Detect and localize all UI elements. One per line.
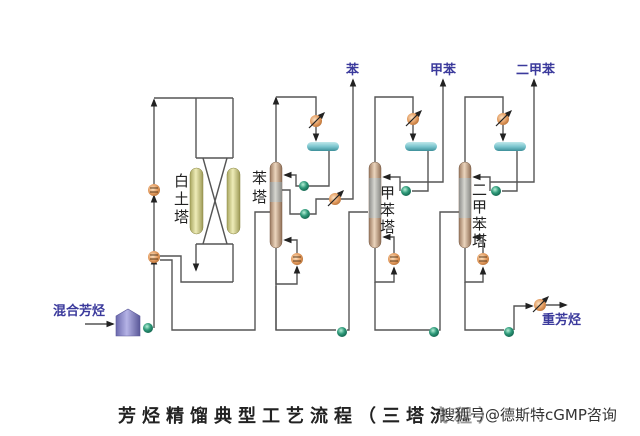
heavy-aromatics-label: 重芳烃 [542, 312, 581, 328]
clay-return-to-preheater [160, 255, 233, 283]
benzene-overhead-pipe [276, 96, 317, 116]
xylene-reflux-return [472, 173, 491, 191]
benzene-bottoms-pump-icon [337, 327, 347, 337]
benzene-product-label: 苯 [345, 62, 360, 78]
benzene-reflux-drum [307, 142, 339, 151]
clay-effluent-to-benzene-column [160, 211, 270, 331]
toluene-bottoms-to-xylene-column [439, 211, 459, 331]
clay-tower-label-2: 土 [174, 190, 189, 208]
xylene-tower-label-1: 二 [472, 181, 487, 199]
benzene-tower-section: 苯 塔 苯 [252, 62, 368, 337]
feed-pump-icon [143, 323, 153, 333]
feed-tank [115, 308, 141, 337]
xylene-drum-to-pump [502, 151, 518, 192]
toluene-reflux-pump-icon [401, 186, 411, 196]
benzene-tower-label-2: 塔 [252, 188, 267, 206]
xylene-bottoms-pump-icon [504, 327, 514, 337]
xylene-product-label: 二甲苯 [516, 62, 556, 78]
feed-label: 混合芳烃 [53, 303, 105, 319]
xylene-reboiler-return [472, 233, 484, 253]
toluene-column [368, 161, 382, 249]
clay-tower-section: 白 土 塔 [148, 97, 270, 331]
diagram-title: 芳烃精馏典型工艺流程（三塔流程） [118, 406, 502, 427]
feed-section: 混合芳烃 [53, 256, 158, 337]
xylene-reboiler-loop [464, 248, 487, 283]
xylene-reboiler-icon [477, 253, 489, 265]
clay-tower-label-3: 塔 [174, 208, 189, 226]
xylene-condenser-icon [495, 109, 513, 127]
clay-cross-line-b [202, 157, 228, 245]
xylene-tower-label-4: 塔 [472, 232, 487, 250]
benzene-bottoms-to-pump [275, 286, 336, 331]
benzene-bottoms-to-toluene-column [347, 211, 368, 331]
benzene-column [269, 161, 283, 249]
heater-exchanger-icon [148, 184, 160, 196]
xylene-product-line [490, 78, 538, 183]
benzene-reflux-return [283, 171, 299, 187]
benzene-pump-to-cooler [310, 198, 330, 215]
xylene-tower-label-2: 甲 [472, 198, 487, 216]
benzene-product-cooler-icon [327, 189, 345, 207]
benzene-reflux-pump-icon [299, 181, 309, 191]
toluene-condenser-icon [405, 109, 423, 127]
toluene-product-label: 甲苯 [430, 62, 457, 78]
clay-vessel-left [189, 167, 204, 235]
toluene-reboiler-loop [374, 248, 398, 283]
benzene-reboiler-return [283, 236, 298, 253]
xylene-bottoms-to-pump [464, 282, 504, 331]
xylene-tower-label-3: 苯 [472, 215, 487, 233]
benzene-reboiler-icon [291, 253, 303, 265]
toluene-drum-to-pump [412, 151, 429, 192]
toluene-tower-section: 甲 苯 塔 甲苯 [368, 62, 459, 337]
toluene-tower-label-1: 甲 [380, 184, 395, 202]
toluene-overhead-pipe [374, 96, 414, 162]
xylene-reflux-pump-icon [491, 186, 501, 196]
clay-vessel-right [226, 167, 241, 235]
heavy-aromatics-cooler-icon [532, 295, 550, 313]
benzene-condenser-icon [308, 111, 326, 129]
xylene-reflux-drum [494, 142, 526, 151]
xylene-tower-section: 二 甲 苯 塔 二甲苯 [458, 62, 581, 337]
heavy-aromatics-to-cooler [513, 302, 534, 330]
toluene-bottoms-to-pump [374, 282, 430, 331]
xylene-overhead-pipe [464, 96, 504, 162]
benzene-reboiler-loop [275, 265, 301, 285]
benzene-product-line [341, 78, 357, 200]
benzene-drum-to-reflux-pump [307, 151, 330, 187]
benzene-side-draw [282, 189, 301, 215]
toluene-tower-label-3: 塔 [380, 218, 395, 236]
benzene-product-pump-icon [300, 209, 310, 219]
xylene-column [458, 161, 472, 249]
toluene-reflux-drum [405, 142, 437, 151]
toluene-reflux-return [382, 173, 401, 191]
preheater-exchanger-icon [148, 251, 160, 263]
toluene-reboiler-return [382, 233, 395, 253]
benzene-tower-label-1: 苯 [252, 169, 267, 187]
watermark: 搜狐号@德斯特cGMP咨询 [440, 404, 617, 425]
toluene-bottoms-pump-icon [429, 327, 439, 337]
toluene-product-line [400, 78, 447, 183]
toluene-reboiler-icon [388, 253, 400, 265]
clay-tower-label-1: 白 [174, 172, 189, 190]
toluene-tower-label-2: 苯 [380, 201, 395, 219]
